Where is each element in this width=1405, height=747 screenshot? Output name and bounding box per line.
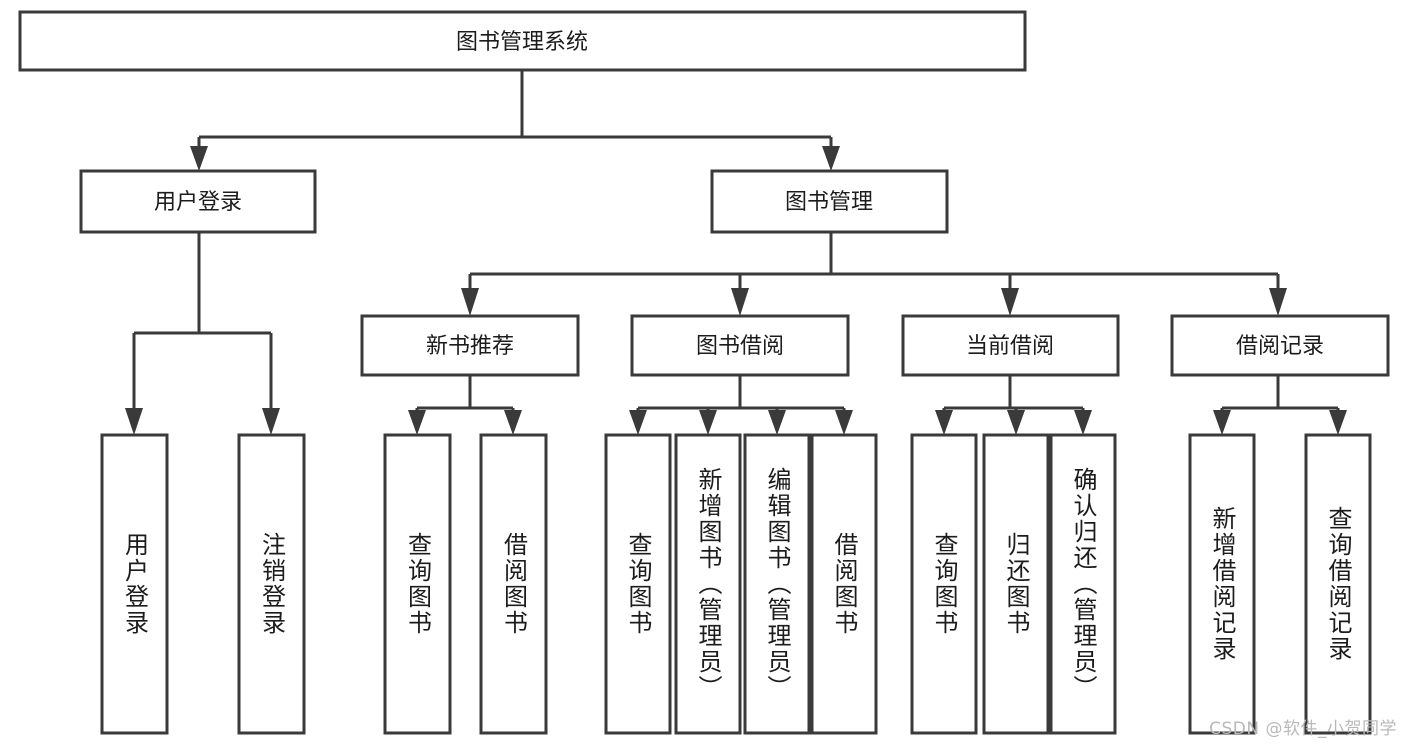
- node-book-borrow-box: [630, 314, 850, 377]
- node-user-login[interactable]: 用户登录: [79, 169, 317, 234]
- node-book-borrow-label: 图书借阅: [696, 334, 784, 359]
- node-user-login-label: 用户登录: [154, 190, 242, 215]
- leaf-box-add-book[interactable]: [674, 433, 742, 735]
- node-borrow-record-label: 借阅记录: [1236, 334, 1324, 359]
- leaf-box-borrow-book-a[interactable]: [479, 433, 548, 735]
- arrow-to-leaf-user-login: [125, 408, 143, 435]
- arrow-to-borrow-record: [1269, 288, 1287, 316]
- leaf-box-edit-book[interactable]: [743, 433, 811, 735]
- node-borrow-record[interactable]: 借阅记录: [1170, 314, 1390, 377]
- connector-current-to-leaves: [935, 375, 1092, 435]
- connector-record-to-leaves: [1213, 375, 1347, 435]
- leaf-box-query-record[interactable]: [1304, 433, 1372, 735]
- node-book-management[interactable]: 图书管理: [710, 169, 949, 234]
- watermark-text: CSDN @软件_小贺同学: [1209, 719, 1397, 739]
- arrow-to-leaf-borrow-book-a: [504, 410, 522, 435]
- leaf-box-query-book-b[interactable]: [604, 433, 672, 735]
- node-current-borrow[interactable]: 当前借阅: [901, 314, 1120, 377]
- connector-userlogin-to-leaves: [125, 232, 280, 435]
- node-borrow-record-box: [1170, 314, 1390, 377]
- node-root[interactable]: 图书管理系统: [18, 10, 1027, 72]
- arrow-to-leaf-query-record: [1329, 410, 1347, 435]
- leaf-box-add-record[interactable]: [1188, 433, 1256, 735]
- arrow-to-book-management: [822, 146, 840, 171]
- arrow-to-leaf-query-book-a: [408, 410, 426, 435]
- leaf-box-user-login[interactable]: [100, 433, 169, 735]
- node-new-book-recommend[interactable]: 新书推荐: [360, 314, 580, 377]
- arrow-to-leaf-query-book-c: [935, 410, 953, 435]
- arrow-to-leaf-return-book: [1007, 410, 1025, 435]
- arrow-to-current-borrow: [1001, 288, 1019, 316]
- leaf-box-query-book-a[interactable]: [383, 433, 452, 735]
- connector-bookmgmt-to-level2: [461, 232, 1287, 316]
- connector-root-to-level1: [190, 70, 840, 171]
- connector-borrow-to-leaves: [629, 375, 853, 435]
- arrow-to-leaf-add-record: [1213, 410, 1231, 435]
- node-new-book-recommend-box: [360, 314, 580, 377]
- leaf-box-return-book[interactable]: [982, 433, 1050, 735]
- arrow-to-leaf-confirm-return: [1074, 410, 1092, 435]
- arrow-to-book-borrow: [731, 288, 749, 316]
- leaf-box-query-book-c[interactable]: [910, 433, 978, 735]
- node-root-label: 图书管理系统: [456, 30, 588, 55]
- node-current-borrow-box: [901, 314, 1120, 377]
- arrow-to-new-book-recommend: [461, 288, 479, 316]
- node-new-book-recommend-label: 新书推荐: [426, 334, 514, 359]
- arrow-to-leaf-borrow-book-b: [835, 410, 853, 435]
- arrow-to-leaf-edit-book: [768, 410, 786, 435]
- leaf-box-logout[interactable]: [237, 433, 306, 735]
- leaf-box-confirm-return[interactable]: [1049, 433, 1117, 735]
- node-book-management-label: 图书管理: [785, 190, 873, 215]
- node-current-borrow-label: 当前借阅: [966, 334, 1054, 359]
- node-book-borrow[interactable]: 图书借阅: [630, 314, 850, 377]
- arrow-to-leaf-logout: [262, 408, 280, 435]
- arrow-to-user-login: [190, 146, 208, 171]
- connector-recommend-to-leaves: [408, 375, 522, 435]
- node-user-login-box: [79, 169, 317, 234]
- node-book-management-box: [710, 169, 949, 234]
- leaf-boxes: [100, 433, 1372, 735]
- arrow-to-leaf-add-book: [699, 410, 717, 435]
- node-root-box: [18, 10, 1027, 72]
- leaf-box-borrow-book-b[interactable]: [810, 433, 878, 735]
- arrow-to-leaf-query-book-b: [629, 410, 647, 435]
